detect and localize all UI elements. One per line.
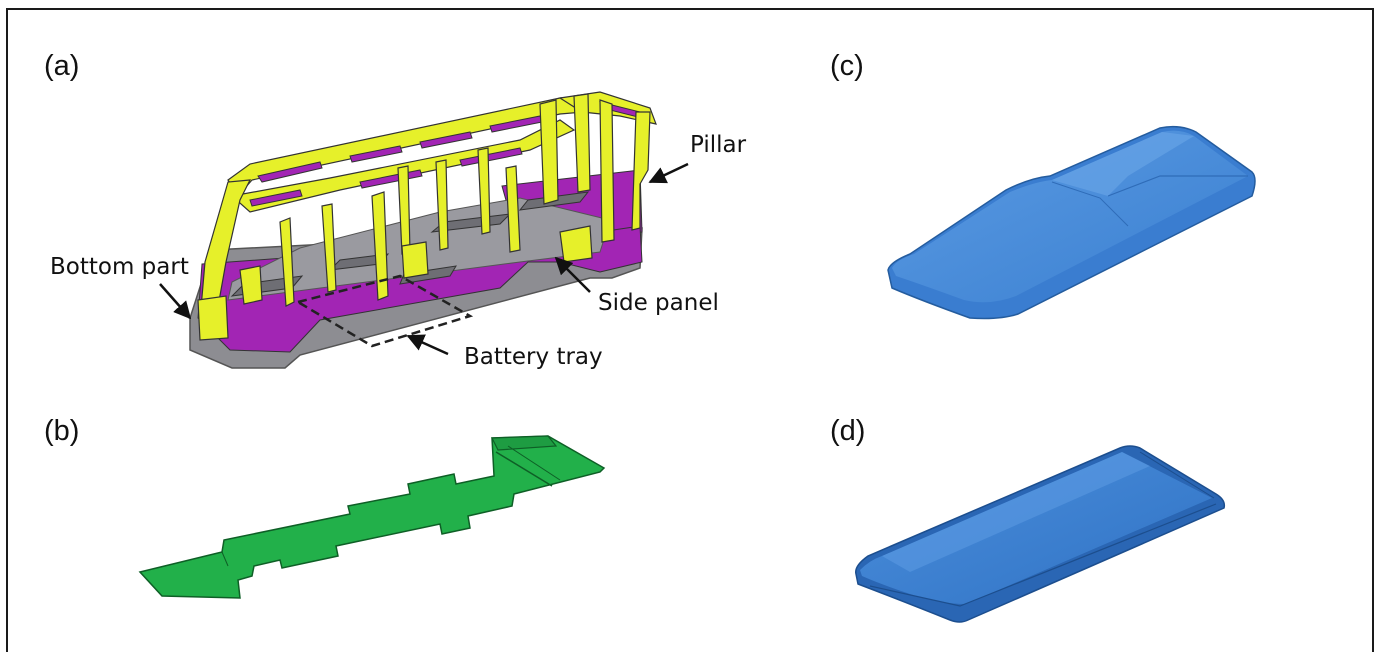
roof-shell-d <box>855 445 1226 623</box>
panel-label-d: (d) <box>830 415 866 447</box>
side-panel-arrow <box>554 256 591 293</box>
panel-label-a: (a) <box>44 50 80 82</box>
battery-tray-label: Battery tray <box>464 344 603 370</box>
panel-label-b: (b) <box>44 415 80 447</box>
bottom-part-label: Bottom part <box>50 254 189 280</box>
side-panel-label: Side panel <box>598 290 719 316</box>
roof-shell-c <box>887 125 1256 320</box>
bus-pillars <box>197 93 651 341</box>
pillar-label: Pillar <box>690 132 747 158</box>
battery-tray-arrow <box>406 334 449 356</box>
figure-frame <box>6 8 1374 652</box>
battery-tray-outline <box>294 274 474 348</box>
roof-purple-segments <box>249 101 643 207</box>
bottom-part-arrow <box>159 283 192 320</box>
panel-label-c: (c) <box>830 50 864 82</box>
battery-tray-shape <box>138 435 606 599</box>
pillar-arrow <box>648 162 689 184</box>
bus-body-frame <box>189 91 657 369</box>
